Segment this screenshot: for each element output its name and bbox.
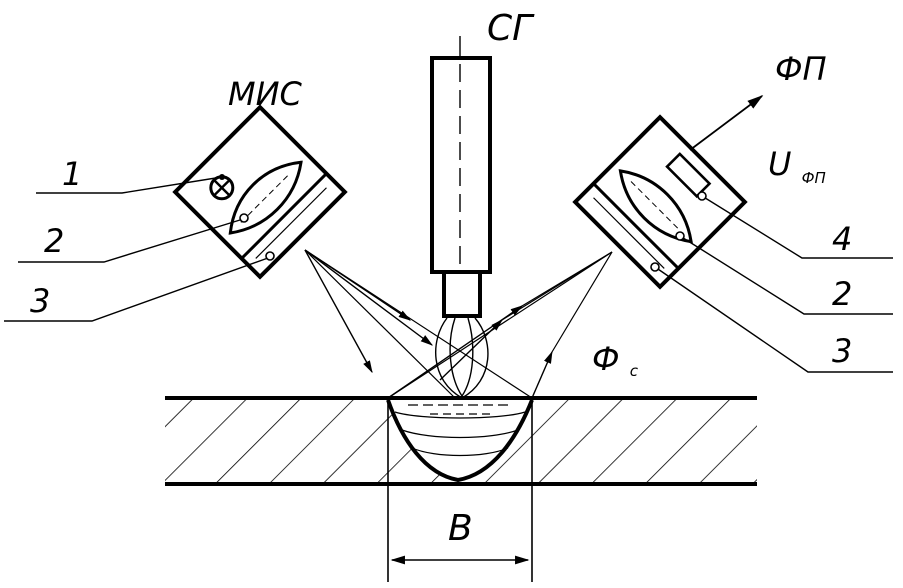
signal-subscript: ФП	[802, 169, 826, 187]
emitter-label: МИС	[228, 75, 303, 113]
generator-label: СГ	[487, 8, 535, 49]
weld-seam	[386, 399, 534, 483]
width-label: B	[448, 508, 473, 549]
width-dimension	[387, 400, 533, 582]
arc-plume	[435, 317, 489, 399]
callout-left-1: 1	[62, 155, 82, 193]
callout-left-3: 3	[30, 282, 50, 320]
flux-subscript: с	[630, 362, 639, 380]
receiver-unit	[572, 114, 748, 290]
callout-right-3: 3	[832, 332, 852, 370]
workpiece-plate	[165, 396, 757, 486]
emitter-rays	[304, 249, 533, 399]
callout-left-2: 2	[44, 222, 64, 260]
emitter-unit	[172, 104, 348, 280]
welding-torch	[430, 36, 492, 318]
right-callouts	[650, 191, 893, 373]
left-callouts	[4, 174, 275, 322]
callout-right-2: 2	[832, 275, 852, 313]
reflected-rays	[387, 251, 613, 399]
flux-main: Ф	[592, 340, 620, 378]
output-arrow	[689, 95, 764, 151]
signal-main: U	[768, 145, 791, 183]
receiver-label: ФП	[775, 50, 827, 88]
callout-right-4: 4	[832, 220, 852, 258]
signal-label: U ФП	[768, 145, 826, 187]
flux-label: Ф с	[592, 340, 639, 380]
